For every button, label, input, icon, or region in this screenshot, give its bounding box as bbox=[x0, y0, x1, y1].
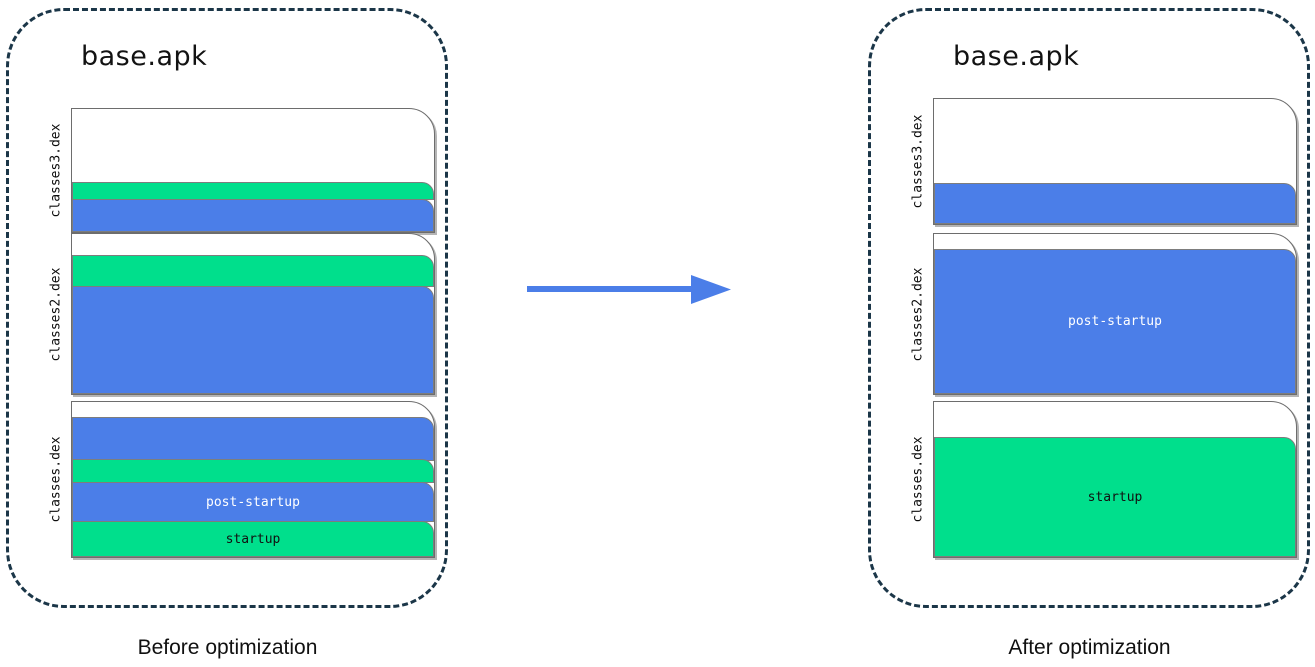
apk-title-after: base.apk bbox=[953, 41, 1080, 72]
dex-label-classes3: classes3.dex bbox=[910, 114, 926, 209]
segment-stack-classes3 bbox=[72, 182, 434, 232]
apk-panel-after: base.apk classes3.dex classes2.dex post-… bbox=[868, 8, 1310, 608]
dex-label-classes3: classes3.dex bbox=[48, 123, 64, 218]
segment-post-startup-labeled: post-startup bbox=[72, 482, 434, 523]
segment-post-startup bbox=[72, 416, 434, 461]
dex-card-classes: post-startup startup bbox=[71, 401, 435, 558]
segment-post-startup bbox=[72, 199, 434, 232]
dex-group-classes3: classes3.dex bbox=[45, 108, 435, 233]
dex-card-classes: startup bbox=[933, 401, 1297, 558]
dex-label-classes: classes.dex bbox=[910, 436, 926, 523]
dex-label-classes: classes.dex bbox=[48, 436, 64, 523]
segment-startup bbox=[72, 459, 434, 484]
apk-panel-before: base.apk classes3.dex classes2.dex class… bbox=[6, 8, 448, 608]
transform-arrow bbox=[527, 272, 731, 306]
segment-startup-labeled: startup bbox=[72, 521, 434, 557]
dex-group-classes2: classes2.dex bbox=[45, 233, 435, 395]
dex-card-classes3 bbox=[71, 108, 435, 233]
segment-stack-classes2: post-startup bbox=[934, 249, 1296, 394]
dex-card-classes2 bbox=[71, 233, 435, 395]
segment-post-startup bbox=[934, 183, 1296, 224]
segment-startup-labeled: startup bbox=[934, 437, 1296, 557]
caption-before-optimization: Before optimization bbox=[137, 636, 318, 659]
segment-post-startup bbox=[72, 286, 434, 394]
segment-post-startup-labeled: post-startup bbox=[934, 249, 1296, 394]
apk-title-before: base.apk bbox=[81, 41, 208, 72]
dex-card-classes3 bbox=[933, 98, 1297, 225]
segment-stack-classes: post-startup startup bbox=[72, 416, 434, 557]
dex-group-classes2: classes2.dex post-startup bbox=[907, 233, 1297, 395]
dex-group-classes: classes.dex post-startup startup bbox=[45, 401, 435, 558]
segment-stack-classes: startup bbox=[934, 437, 1296, 557]
caption-after-optimization: After optimization bbox=[1008, 636, 1171, 659]
dex-group-classes3: classes3.dex bbox=[907, 98, 1297, 225]
segment-stack-classes2 bbox=[72, 255, 434, 394]
segment-startup bbox=[72, 182, 434, 201]
dex-label-classes2: classes2.dex bbox=[48, 267, 64, 361]
dex-card-classes2: post-startup bbox=[933, 233, 1297, 395]
segment-stack-classes3 bbox=[934, 183, 1296, 224]
dex-group-classes: classes.dex startup bbox=[907, 401, 1297, 558]
segment-startup bbox=[72, 255, 434, 288]
dex-label-classes2: classes2.dex bbox=[910, 267, 926, 361]
